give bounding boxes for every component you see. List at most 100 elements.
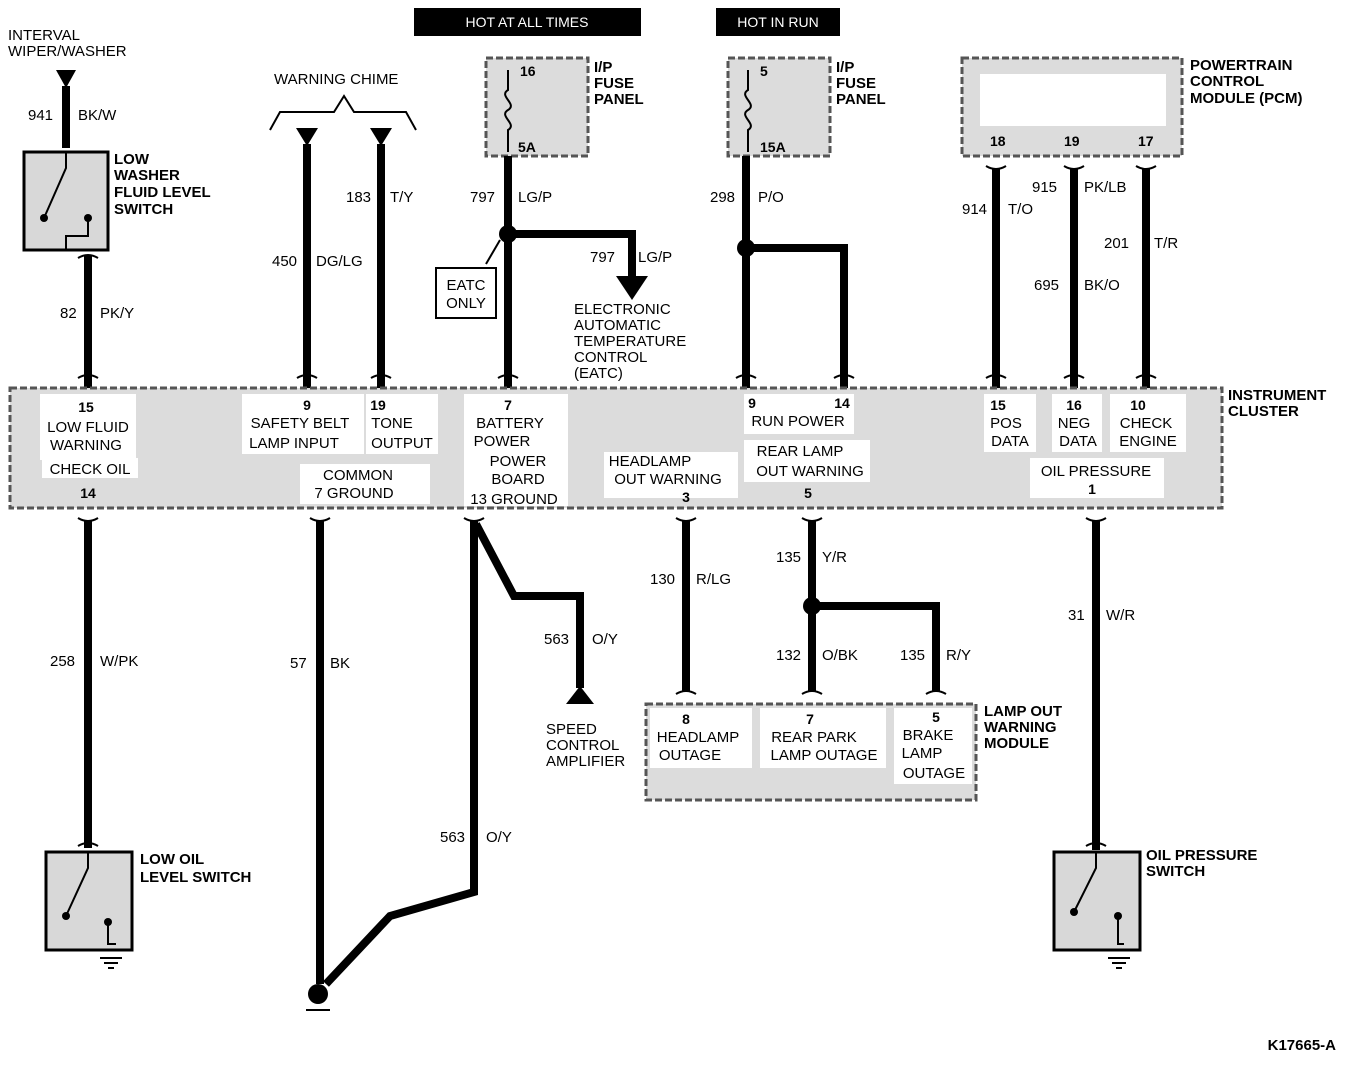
fuse-panel-1-label: I/P FUSE PANEL bbox=[594, 59, 644, 108]
svg-text:POWERTRAIN: POWERTRAIN bbox=[1190, 57, 1293, 74]
svg-text:BATTERY: BATTERY bbox=[476, 415, 544, 432]
svg-text:HOT AT ALL TIMES: HOT AT ALL TIMES bbox=[466, 14, 589, 30]
oil-pressure-switch-box bbox=[1052, 850, 1142, 952]
low-oil-switch-box bbox=[44, 850, 134, 952]
svg-text:BRAKE: BRAKE bbox=[903, 727, 954, 744]
wire-135b-label: 135 R/Y bbox=[900, 647, 971, 664]
svg-text:LOW: LOW bbox=[114, 151, 150, 168]
svg-text:7 GROUND: 7 GROUND bbox=[314, 485, 393, 502]
svg-text:POWER: POWER bbox=[490, 453, 547, 470]
svg-text:W/R: W/R bbox=[1106, 607, 1135, 624]
wire-135-label: 135 Y/R bbox=[776, 549, 847, 566]
wire-298-label: 298 P/O bbox=[710, 189, 784, 206]
svg-text:19: 19 bbox=[370, 397, 386, 413]
svg-text:OUTAGE: OUTAGE bbox=[659, 747, 721, 764]
wire-31-label: 31 W/R bbox=[1068, 607, 1135, 624]
svg-text:563: 563 bbox=[544, 631, 569, 648]
svg-text:10: 10 bbox=[1130, 397, 1146, 413]
svg-text:REAR PARK: REAR PARK bbox=[771, 729, 857, 746]
svg-text:915: 915 bbox=[1032, 179, 1057, 196]
svg-text:OIL PRESSURE: OIL PRESSURE bbox=[1041, 463, 1151, 480]
svg-text:LEVEL SWITCH: LEVEL SWITCH bbox=[140, 869, 251, 886]
svg-text:AMPLIFIER: AMPLIFIER bbox=[546, 753, 625, 770]
cluster-check-engine: 10 CHECK ENGINE bbox=[1110, 394, 1186, 452]
svg-text:EATC: EATC bbox=[447, 277, 486, 294]
switch-icon bbox=[62, 852, 116, 945]
arrow-up-icon bbox=[566, 686, 594, 704]
cluster-pos-data: 15 POS DATA bbox=[984, 394, 1036, 452]
warning-chime-label: WARNING CHIME bbox=[274, 71, 398, 88]
svg-text:914: 914 bbox=[962, 201, 987, 218]
svg-text:INTERVAL: INTERVAL bbox=[8, 27, 80, 44]
lamp-module-headlamp-outage: 8 HEADLAMP OUTAGE bbox=[650, 708, 752, 768]
svg-text:13 GROUND: 13 GROUND bbox=[470, 491, 558, 508]
lamp-module-rear-park-outage: 7 REAR PARK LAMP OUTAGE bbox=[760, 708, 886, 768]
svg-text:PK/Y: PK/Y bbox=[100, 305, 134, 322]
svg-text:1: 1 bbox=[1088, 481, 1096, 497]
svg-text:5: 5 bbox=[804, 485, 812, 501]
cluster-low-fluid: 15 LOW FLUID WARNING bbox=[40, 394, 136, 460]
svg-text:TEMPERATURE: TEMPERATURE bbox=[574, 333, 686, 350]
svg-text:941: 941 bbox=[28, 107, 53, 124]
svg-text:R/Y: R/Y bbox=[946, 647, 971, 664]
low-oil-switch-label: LOW OIL LEVEL SWITCH bbox=[140, 851, 251, 886]
header-hot-run: HOT IN RUN bbox=[716, 8, 840, 36]
svg-text:WASHER: WASHER bbox=[114, 167, 180, 184]
svg-text:201: 201 bbox=[1104, 235, 1129, 252]
svg-text:O/Y: O/Y bbox=[592, 631, 618, 648]
svg-text:14: 14 bbox=[80, 485, 96, 501]
wire-563-speed bbox=[472, 522, 584, 688]
svg-text:135: 135 bbox=[776, 549, 801, 566]
wire-914-label: 914 T/O bbox=[962, 201, 1033, 218]
wire-563-ground-label: 563 O/Y bbox=[440, 829, 512, 846]
svg-text:T/O: T/O bbox=[1008, 201, 1033, 218]
svg-text:LAMP OUT: LAMP OUT bbox=[984, 703, 1062, 720]
svg-text:FLUID LEVEL: FLUID LEVEL bbox=[114, 184, 211, 201]
wire-82-label: 82 PK/Y bbox=[60, 305, 134, 322]
fuse-panel-1 bbox=[484, 56, 590, 158]
svg-text:797: 797 bbox=[590, 249, 615, 266]
wire-298-branch bbox=[746, 244, 848, 388]
connector-arrow-icon bbox=[370, 128, 392, 146]
cluster-common-ground: COMMON 7 GROUND bbox=[300, 464, 430, 504]
svg-text:OUT WARNING: OUT WARNING bbox=[756, 463, 864, 480]
speed-control-label: SPEED CONTROL AMPLIFIER bbox=[546, 721, 625, 770]
ground-icon bbox=[306, 984, 330, 1011]
wire-130-label: 130 R/LG bbox=[650, 571, 731, 588]
fuse-icon bbox=[504, 70, 512, 152]
svg-text:5: 5 bbox=[760, 63, 768, 79]
svg-text:REAR LAMP: REAR LAMP bbox=[757, 443, 844, 460]
svg-text:ONLY: ONLY bbox=[446, 295, 486, 312]
eatc-only-box: EATC ONLY bbox=[435, 267, 497, 319]
svg-text:5A: 5A bbox=[518, 139, 536, 155]
svg-text:BK: BK bbox=[330, 655, 350, 672]
svg-text:3: 3 bbox=[682, 489, 690, 505]
svg-text:MODULE (PCM): MODULE (PCM) bbox=[1190, 90, 1303, 107]
svg-text:CHECK: CHECK bbox=[1120, 415, 1173, 432]
lamp-module-brake-outage: 5 BRAKE LAMP OUTAGE bbox=[894, 708, 972, 784]
cluster-safety-belt: 9 SAFETY BELT LAMP INPUT bbox=[242, 394, 364, 454]
low-washer-switch-label: LOW WASHER FLUID LEVEL SWITCH bbox=[114, 151, 211, 218]
svg-text:TONE: TONE bbox=[371, 415, 412, 432]
svg-text:NEG: NEG bbox=[1058, 415, 1091, 432]
warning-chime-bracket bbox=[269, 94, 417, 131]
svg-text:LAMP OUTAGE: LAMP OUTAGE bbox=[771, 747, 878, 764]
svg-text:258: 258 bbox=[50, 653, 75, 670]
svg-text:RUN POWER: RUN POWER bbox=[751, 413, 845, 430]
svg-text:5: 5 bbox=[932, 709, 940, 725]
svg-text:17: 17 bbox=[1138, 133, 1154, 149]
lamp-out-module-label: LAMP OUT WARNING MODULE bbox=[984, 703, 1062, 752]
svg-text:450: 450 bbox=[272, 253, 297, 270]
switch-icon bbox=[1070, 852, 1124, 945]
wire-135-branch bbox=[812, 602, 940, 692]
fuse-panel-2 bbox=[726, 56, 832, 158]
ground-icon bbox=[1108, 957, 1130, 969]
svg-text:DG/LG: DG/LG bbox=[316, 253, 363, 270]
svg-text:14: 14 bbox=[834, 395, 850, 411]
connector-arrow-icon bbox=[296, 128, 318, 146]
svg-text:OUTPUT: OUTPUT bbox=[371, 435, 433, 452]
svg-text:7: 7 bbox=[806, 711, 814, 727]
wire-941-label: 941 BK/W bbox=[28, 107, 117, 124]
svg-text:P/O: P/O bbox=[758, 189, 784, 206]
